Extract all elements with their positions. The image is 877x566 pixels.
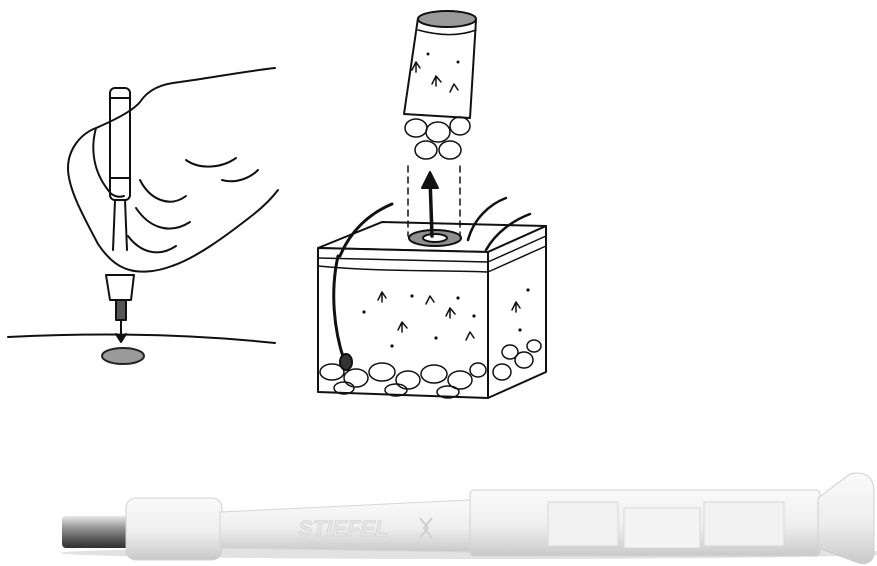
extracted-tissue-core: [404, 11, 476, 159]
hand-with-punch-drawing: [8, 68, 278, 364]
lesion-spot: [102, 348, 144, 364]
punch-barrel: [110, 88, 130, 200]
skin-block-cross-section: [318, 166, 546, 398]
punch-collar: [106, 275, 134, 300]
end-flange: [818, 473, 874, 564]
handle-collar: [126, 498, 222, 560]
metal-blade-tip: [62, 516, 132, 548]
brand-embossed-text: STIEFEL: [298, 516, 388, 541]
punch-tip: [116, 300, 126, 320]
hand-outline: [68, 68, 278, 272]
skin-surface-line: [8, 335, 275, 343]
biopsy-punch-photo: STIEFEL: [60, 473, 877, 564]
skin-block-side: [488, 226, 546, 398]
